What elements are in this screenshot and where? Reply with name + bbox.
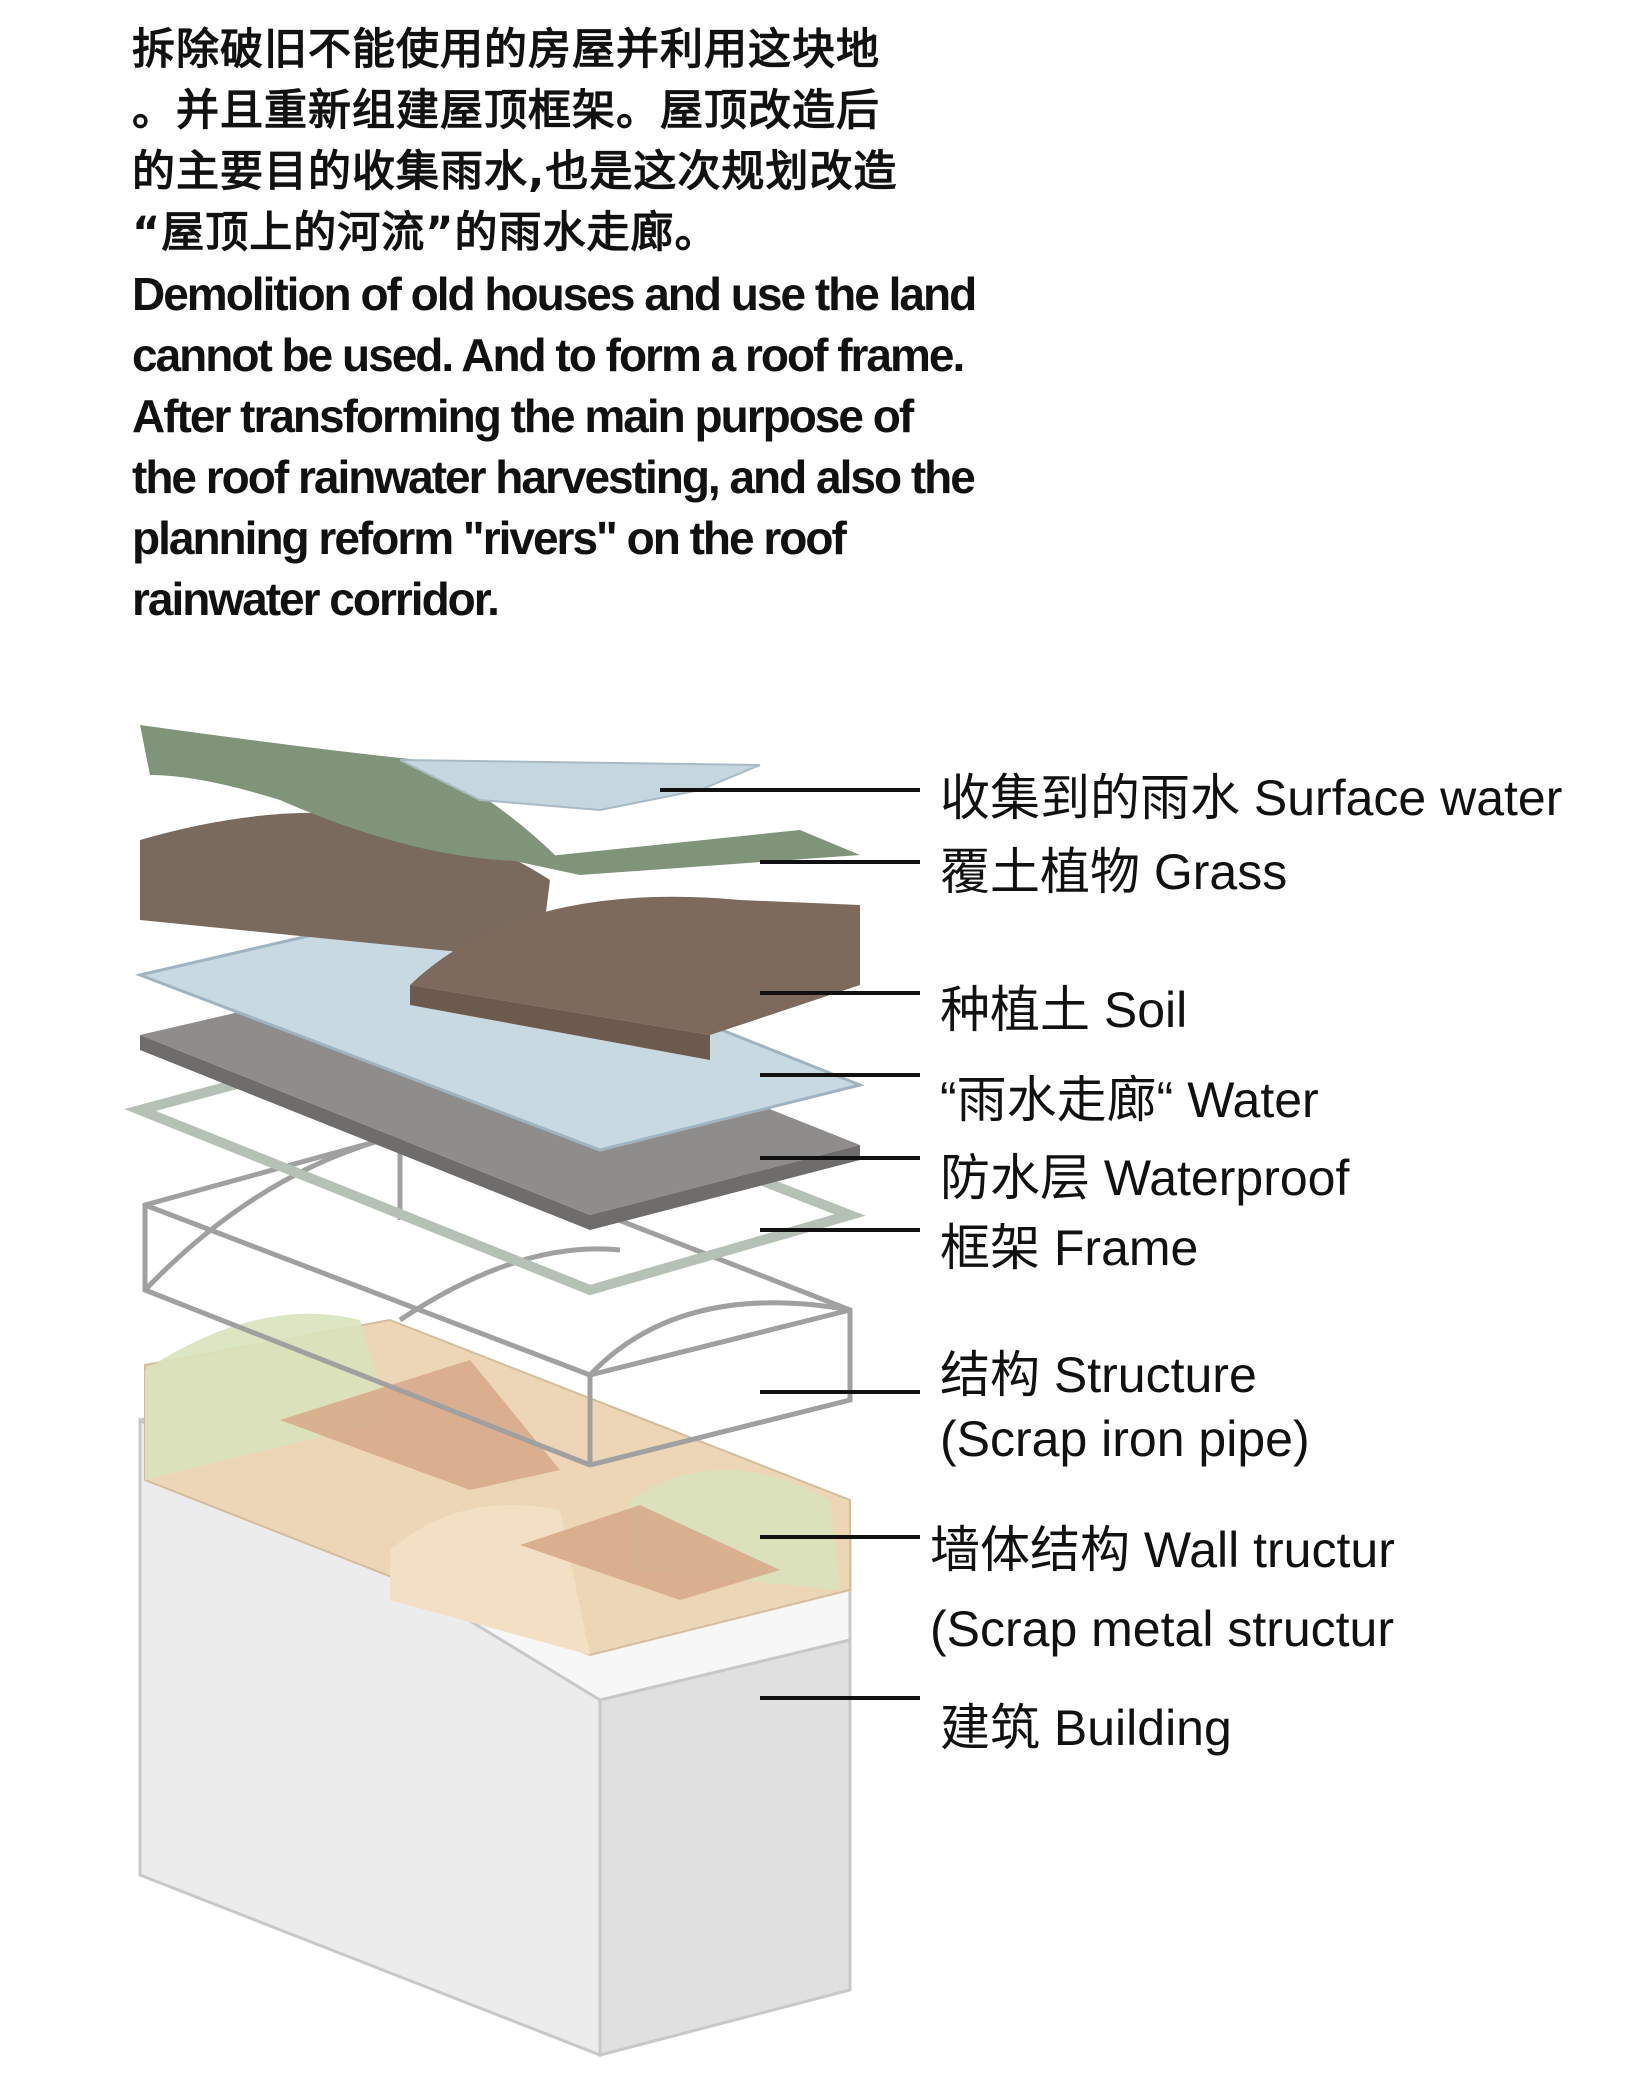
intro-en-line: the roof rainwater harvesting, and also …: [132, 451, 976, 503]
intro-zh-line: 的主要目的收集雨水,也是这次规划改造: [132, 147, 898, 197]
intro-en-line: cannot be used. And to form a roof frame…: [132, 329, 965, 381]
intro-en-line: planning reform "rivers" on the roof: [132, 512, 847, 564]
intro-zh-line: 。并且重新组建屋顶框架。屋顶改造后: [132, 86, 880, 136]
intro-en-line: After transforming the main purpose of: [132, 390, 914, 442]
wall-structure-layer: [144, 1313, 851, 1657]
label-waterproof: 防水层 Waterproof: [940, 1150, 1350, 1206]
intro-text: 拆除破旧不能使用的房屋并利用这块地 。并且重新组建屋顶框架。屋顶改造后 的主要目…: [132, 20, 1032, 630]
label-surface-water: 收集到的雨水 Surface water: [940, 770, 1563, 826]
leader-lines: [660, 788, 920, 1700]
label-frame: 框架 Frame: [940, 1220, 1199, 1276]
label-structure-note: (Scrap iron pipe): [940, 1411, 1310, 1467]
label-wall-structure: 墙体结构 Wall tructur: [930, 1522, 1395, 1578]
label-water-corridor: “雨水走廊“ Water: [940, 1072, 1319, 1128]
intro-zh-line: “屋顶上的河流”的雨水走廊。: [132, 208, 719, 258]
intro-en-line: Demolition of old houses and use the lan…: [132, 268, 977, 320]
surface-water-layer: [399, 759, 761, 812]
label-structure: 结构 Structure: [940, 1347, 1257, 1403]
label-soil: 种植土 Soil: [940, 982, 1188, 1038]
label-wall-structure-note: (Scrap metal structur: [930, 1601, 1395, 1657]
grass-layer: [140, 725, 860, 875]
intro-en-line: rainwater corridor.: [132, 573, 500, 625]
label-grass: 覆土植物 Grass: [940, 844, 1288, 900]
intro-zh-line: 拆除破旧不能使用的房屋并利用这块地: [132, 25, 880, 75]
label-building: 建筑 Building: [940, 1700, 1232, 1756]
